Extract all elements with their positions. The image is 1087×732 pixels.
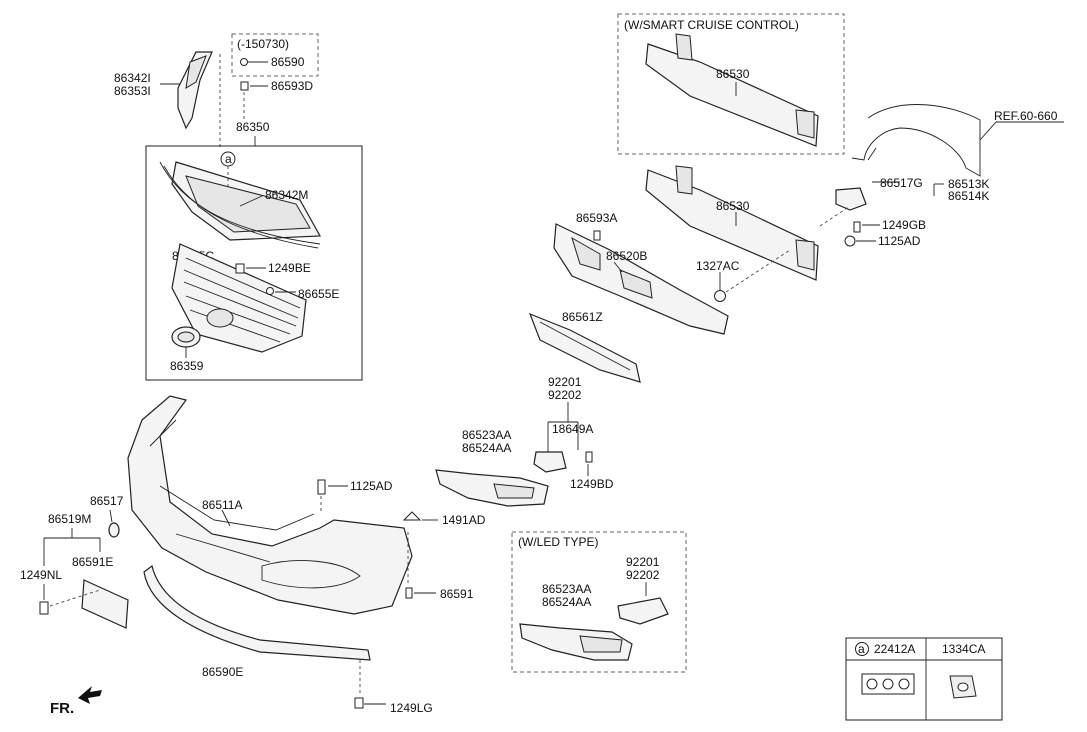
bolt-icon: [317, 479, 326, 495]
label-86590E: 86590E: [202, 665, 243, 679]
label-front: FR.: [50, 700, 74, 717]
bolt-icon: [405, 587, 413, 599]
label-1249LG: 1249LG: [390, 701, 433, 715]
label-92202: 92202: [548, 388, 582, 402]
label-86342M: 86342M: [265, 188, 308, 202]
screw-icon: [240, 81, 249, 91]
warning-label-icon: [861, 673, 915, 695]
nut-icon: [714, 290, 726, 302]
legend-part-22412A: 22412A: [874, 642, 915, 656]
side-bracket-86513K: [835, 187, 867, 211]
label-86342I: 86342I: [114, 71, 151, 85]
led-fog-lamp-bezel: [519, 623, 633, 661]
label-86514K: 86514K: [948, 189, 989, 203]
fog-lamp-unit: [533, 451, 567, 473]
label-86513K: 86513K: [948, 177, 989, 191]
bolt-icon: [853, 221, 861, 233]
clip-icon: [240, 58, 248, 66]
label-led-92202: 92202: [626, 568, 660, 582]
label-ref-60-660: REF.60-660: [994, 109, 1058, 123]
bolt-icon: [844, 235, 856, 247]
legend-marker-a: a: [858, 642, 865, 656]
front-bumper-cover: [127, 395, 413, 615]
label-1125AD-right: 1125AD: [878, 234, 921, 248]
legend-table: a 22412A 1334CA: [845, 637, 1003, 721]
label-92201: 92201: [548, 375, 582, 389]
label-86524AA: 86524AA: [462, 441, 511, 455]
side-bracket-86342I: [177, 51, 213, 130]
bolt-icon: [354, 697, 364, 709]
label-86593D: 86593D: [271, 79, 313, 93]
bolt-icon: [39, 601, 49, 615]
screw-icon: [593, 230, 601, 241]
fender-reference: [851, 104, 981, 177]
license-plate-bracket: [81, 579, 129, 629]
label-86593A: 86593A: [576, 211, 617, 225]
grommet-icon: [949, 675, 977, 699]
label-1491AD: 1491AD: [442, 513, 486, 527]
energy-absorber: [553, 223, 729, 335]
label-1327AC: 1327AC: [696, 259, 740, 273]
label-1249NL: 1249NL: [20, 568, 62, 582]
lower-lip-spoiler: [143, 564, 371, 661]
label-86530-smart: 86530: [716, 67, 750, 81]
label-1249BD: 1249BD: [570, 477, 614, 491]
label-86517: 86517: [90, 494, 124, 508]
label-18649A: 18649A: [552, 422, 593, 436]
label-86519M: 86519M: [48, 512, 91, 526]
label-86511A: 86511A: [202, 498, 242, 512]
front-arrow-icon: [78, 686, 102, 704]
label-86530: 86530: [716, 199, 750, 213]
label-86655E: 86655E: [298, 287, 339, 301]
radiator-grille: [171, 243, 307, 353]
label-86591E: 86591E: [72, 555, 113, 569]
grille-assembly-box: [145, 145, 363, 381]
emblem-icon: [171, 326, 201, 348]
bumper-beam-smart: [645, 33, 819, 147]
smart-cruise-box: [617, 13, 845, 155]
label-led-86524AA: 86524AA: [542, 595, 591, 609]
bolt-icon: [585, 451, 593, 463]
tow-hook-cap: [108, 522, 120, 538]
callout-a-label: a: [225, 152, 232, 166]
bumper-beam: [645, 165, 819, 281]
bolt-icon: [235, 263, 245, 274]
label-variant-150730: (-150730): [237, 37, 289, 51]
label-86359: 86359: [170, 359, 204, 373]
label-1249GB: 1249GB: [882, 218, 926, 232]
lower-grille: [528, 312, 641, 383]
variant-box-150730: [231, 33, 319, 77]
label-led-86523AA: 86523AA: [542, 582, 591, 596]
led-type-box: [511, 531, 687, 673]
label-86591: 86591: [440, 587, 474, 601]
label-86561Z: 86561Z: [562, 310, 603, 324]
legend-part-1334CA: 1334CA: [942, 642, 985, 656]
label-smart-cruise: (W/SMART CRUISE CONTROL): [624, 18, 799, 32]
fog-lamp-bezel: [435, 469, 549, 507]
clip-icon: [402, 511, 422, 521]
label-led-92201: 92201: [626, 555, 660, 569]
label-86353I: 86353I: [114, 84, 151, 98]
label-86517G: 86517G: [880, 176, 923, 190]
grille-upper-cover: [159, 161, 321, 249]
label-1125AD: 1125AD: [350, 479, 393, 493]
label-86350: 86350: [236, 120, 270, 134]
label-1249BE: 1249BE: [268, 261, 311, 275]
label-86520B: 86520B: [606, 249, 647, 263]
nut-icon: [266, 287, 274, 295]
label-led-type: (W/LED TYPE): [518, 535, 598, 549]
led-fog-lamp-unit: [617, 597, 669, 625]
label-86523AA: 86523AA: [462, 428, 511, 442]
label-86590: 86590: [271, 55, 305, 69]
